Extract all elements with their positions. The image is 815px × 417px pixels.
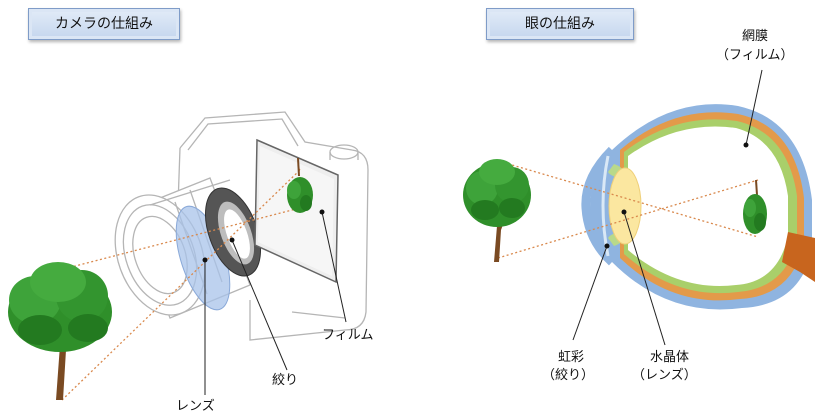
crystalline-lens	[608, 167, 642, 245]
camera-image-tree-icon	[287, 157, 313, 213]
retina-sub-label: （フィルム）	[716, 48, 794, 63]
iris-sub-label: （絞り）	[542, 368, 595, 383]
crystalline-lens-sub-label: （レンズ）	[632, 368, 697, 383]
eye-rays	[494, 159, 759, 259]
camera-leader-lines	[204, 211, 347, 395]
optic-nerve	[782, 232, 815, 282]
eye-title: 眼の仕組み	[486, 8, 634, 40]
film-label: フィルム	[322, 328, 374, 343]
camera-lens-label: レンズ	[176, 399, 215, 414]
retina-label: 網膜	[742, 29, 769, 44]
crystalline-lens-label: 水晶体	[650, 350, 690, 365]
eye-object-tree-icon	[463, 159, 531, 262]
aperture-label: 絞り	[272, 373, 299, 388]
eye-leader-lines	[572, 69, 763, 346]
film-dot	[319, 209, 325, 215]
lens-dot	[621, 209, 627, 215]
aperture-dot	[229, 237, 235, 243]
aperture-ring	[205, 187, 261, 277]
camera-lens-dot	[202, 257, 208, 263]
camera-title: カメラの仕組み	[28, 8, 180, 40]
iris-label: 虹彩	[558, 350, 585, 365]
camera-object-tree-icon	[8, 262, 112, 400]
eyeball	[581, 104, 812, 310]
iris-dot	[604, 243, 610, 249]
retina-image-tree-icon	[743, 179, 767, 234]
retina-dot	[743, 142, 749, 148]
